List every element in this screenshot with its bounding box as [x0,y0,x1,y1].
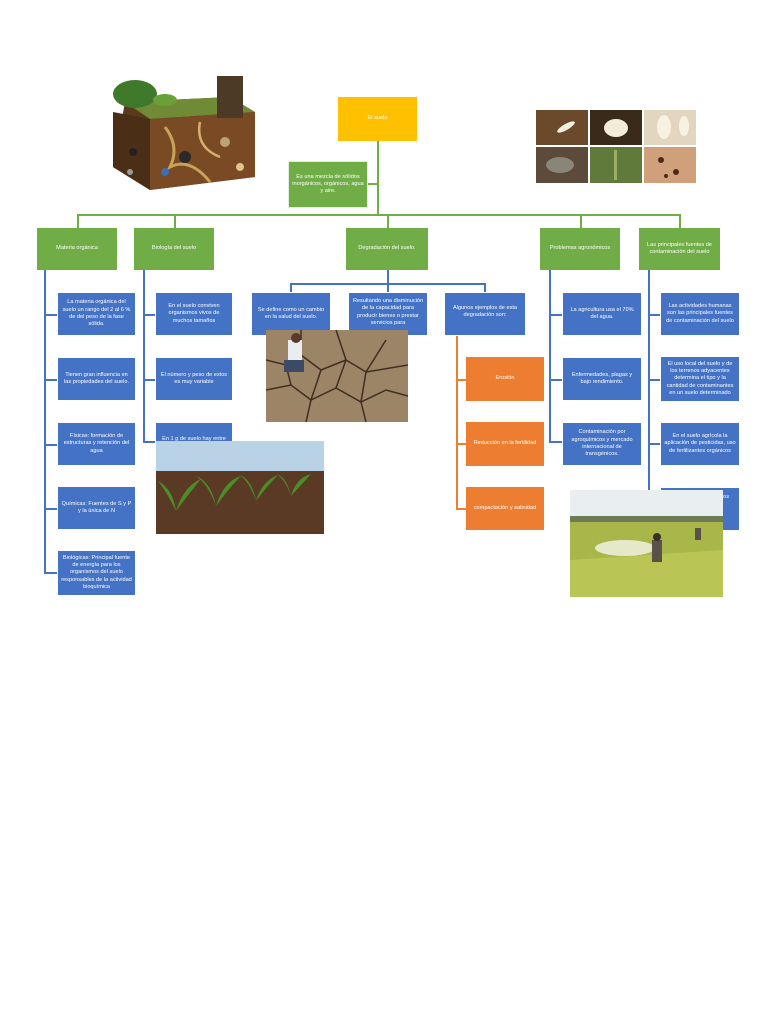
branch-label: Biología del suelo [151,245,197,252]
degradacion-example: compactación y salinidad [466,487,544,530]
biologia-item: El número y peso de estos es muy variabl… [155,357,233,401]
degradacion-item: Resultando una disminución de la capacid… [348,292,428,336]
definition-text: Es una mezcla de sólidos inorgánicos, or… [292,173,364,195]
branch-label: Las principales fuentes de contaminación… [647,241,712,255]
item-text: El uso local del suelo y de los terrenos… [666,360,734,396]
item-text: Biológicas: Principal fuente de energía … [61,554,132,590]
branch-label: Materia orgánica [56,245,98,252]
cracked-soil-image [266,330,408,422]
branch-degradacion-suelo: Degradación del suelo. [346,228,428,270]
example-text: Erosión [495,375,515,382]
materia-item: Biológicas: Principal fuente de energía … [57,550,136,596]
materia-item: Químicas: Fuentes de S y P y la única de… [57,486,136,530]
fuentes-item: Las actividades humanas son las principa… [660,292,740,336]
item-text: Las actividades humanas son las principa… [666,303,734,324]
item-text: El número y peso de estos es muy variabl… [160,371,228,385]
biologia-item: En el suelo conviven organismos vivos de… [155,292,233,336]
item-text: La agricultura usa el 70% del agua. [570,306,634,320]
root-label: El suelo [367,115,388,122]
materia-item: Físicas: formación de estructuras y rete… [57,422,136,466]
item-text: Tienen gran influencia en las propiedade… [64,371,129,385]
example-text: Reducción en la fertilidad [473,440,537,447]
problemas-item: Enfermedades, plagas y bajo rendimiento. [562,357,642,401]
degradacion-item: Algunos ejemplos de esta degradación son… [444,292,526,336]
soil-cross-section-image [105,72,270,192]
branch-label: Problemas agronómicos [549,245,611,252]
branch-biologia-suelo: Biología del suelo [134,228,214,270]
materia-item: Tienen gran influencia en las propiedade… [57,357,136,401]
pesticide-spraying-image [570,490,723,597]
fuentes-item: En el suelo agrícola la aplicación de pe… [660,422,740,466]
root-node: El suelo [338,97,417,141]
branch-problemas-agronomicos: Problemas agronómicos [540,228,620,270]
soil-insects-image-grid [536,110,696,183]
item-text: La materia orgánica del suelo un rango d… [62,299,131,328]
problemas-item: Contaminación por agroquímicos y mercado… [562,422,642,466]
branch-materia-organica: Materia orgánica [37,228,117,270]
corn-field-image [156,441,324,534]
branch-fuentes-contaminacion: Las principales fuentes de contaminación… [639,228,720,270]
item-text: Resultando una disminución de la capacid… [352,298,424,326]
degradacion-example: Erosión [466,357,544,401]
problemas-item: La agricultura usa el 70% del agua. [562,292,642,336]
branch-label: Degradación del suelo. [358,245,416,252]
item-text: Físicas: formación de estructuras y rete… [63,433,130,454]
item-text: Químicas: Fuentes de S y P y la única de… [61,500,132,514]
item-text: Se define como un cambio en la salud del… [257,307,325,321]
item-text: En el suelo conviven organismos vivos de… [168,303,220,324]
definition-node: Es una mezcla de sólidos inorgánicos, or… [288,161,368,208]
item-text: En el suelo agrícola la aplicación de pe… [664,433,736,454]
item-text: los [721,494,729,500]
item-text: Algunos ejemplos de esta degradación son… [452,305,518,319]
item-text: Contaminación por agroquímicos y mercado… [571,429,633,458]
materia-item: La materia orgánica del suelo un rango d… [57,292,136,336]
example-text: compactación y salinidad [473,504,537,511]
fuentes-item: El uso local del suelo y de los terrenos… [660,356,740,402]
item-text: En 1 g de suelo hay entre [162,436,226,442]
item-text: Enfermedades, plagas y bajo rendimiento. [571,371,633,385]
degradacion-example: Reducción en la fertilidad [466,422,544,466]
